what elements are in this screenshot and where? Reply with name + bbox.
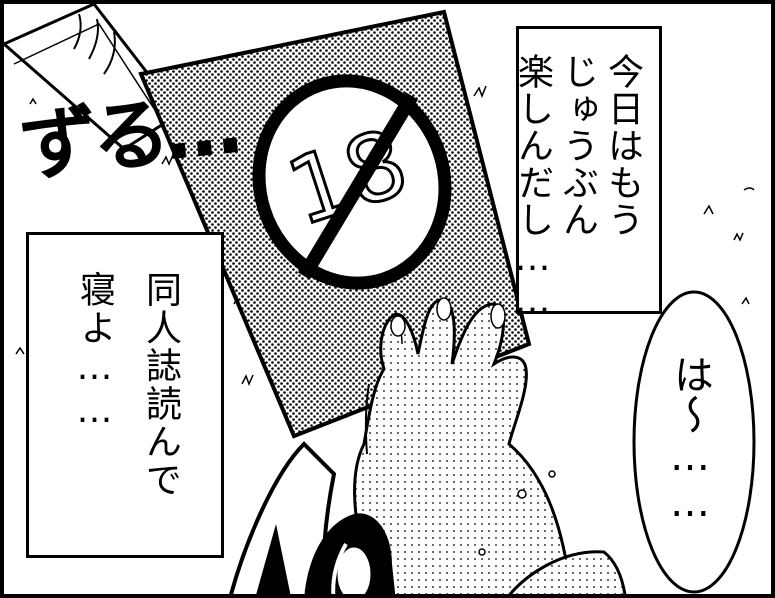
caption-box-left: 同人誌読んで 寝よ…… — [26, 232, 224, 558]
speech-bubble-text: は〜…… — [667, 354, 713, 526]
shirt-illustration — [229, 441, 396, 594]
caption-left-text: 同人誌読んで 寝よ…… — [74, 271, 181, 499]
sound-effect-text: ずる… — [15, 81, 241, 194]
caption-box-right: 今日はもう じゅうぶん 楽しんだし…… — [512, 26, 662, 322]
age-restriction-18-icon: 18 — [252, 74, 452, 290]
hand-illustration — [353, 297, 627, 594]
background-book — [4, 4, 182, 151]
speech-bubble-outline — [632, 290, 756, 594]
panel-artwork: 18 — [4, 4, 756, 594]
caption-right-text: 今日はもう じゅうぶん 楽しんだし…… — [512, 53, 643, 322]
